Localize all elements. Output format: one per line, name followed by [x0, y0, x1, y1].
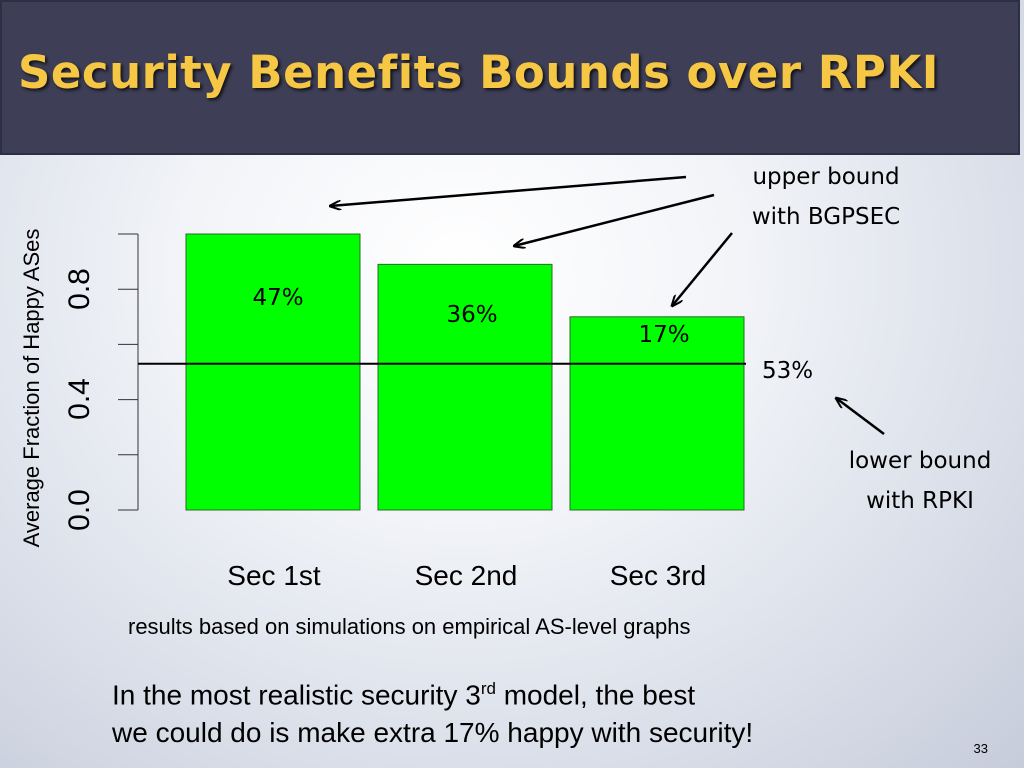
lower-bound-line-2: with RPKI — [866, 488, 974, 514]
conclusion-superscript: rd — [480, 679, 496, 698]
slide-title: Security Benefits Bounds over RPKI — [18, 46, 939, 99]
category-label-sec-3rd: Sec 3rd — [609, 560, 707, 591]
title-bar: Security Benefits Bounds over RPKI — [0, 0, 1020, 155]
conclusion-text: In the most realistic security 3rd model… — [112, 670, 753, 752]
bar-label-sec-2nd: 36% — [446, 302, 498, 328]
lower-bound-annotation: lower bound with RPKI — [828, 441, 1012, 521]
category-label-sec-1st: Sec 1st — [227, 560, 321, 591]
bar-label-sec-3rd: 17% — [638, 322, 690, 348]
callout-arrows — [330, 175, 885, 435]
footnote: results based on simulations on empirica… — [128, 614, 691, 639]
bar-sec-3rd — [569, 316, 745, 511]
conclusion-line-1-end: model, the best — [495, 679, 696, 711]
upper-bound-annotation: upper bound with BGPSEC — [734, 157, 918, 237]
y-axis — [118, 233, 139, 511]
conclusion-line-2: we could do is make extra 17% happy with… — [112, 717, 754, 749]
lower-bound-line-1: lower bound — [848, 448, 992, 474]
upper-bound-line-2: with BGPSEC — [751, 204, 901, 230]
bar-sec-2nd — [377, 263, 553, 511]
upper-bound-line-1: upper bound — [752, 164, 900, 190]
arrow-to-bar-2 — [514, 193, 715, 246]
page-number: 33 — [973, 741, 988, 756]
arrow-to-line-value — [836, 398, 885, 435]
bar-label-sec-1st: 47% — [252, 285, 304, 311]
lower-bound-value: 53% — [762, 358, 814, 384]
category-label-sec-2nd: Sec 2nd — [414, 560, 518, 591]
bar-sec-1st — [185, 233, 361, 511]
conclusion-line-1-start: In the most realistic security 3 — [112, 679, 481, 711]
arrow-to-bar-3 — [672, 232, 733, 306]
arrow-to-bar-1 — [330, 175, 687, 206]
bars — [185, 233, 745, 511]
conclusion-line-1: In the most realistic security 3rd model… — [112, 670, 753, 714]
